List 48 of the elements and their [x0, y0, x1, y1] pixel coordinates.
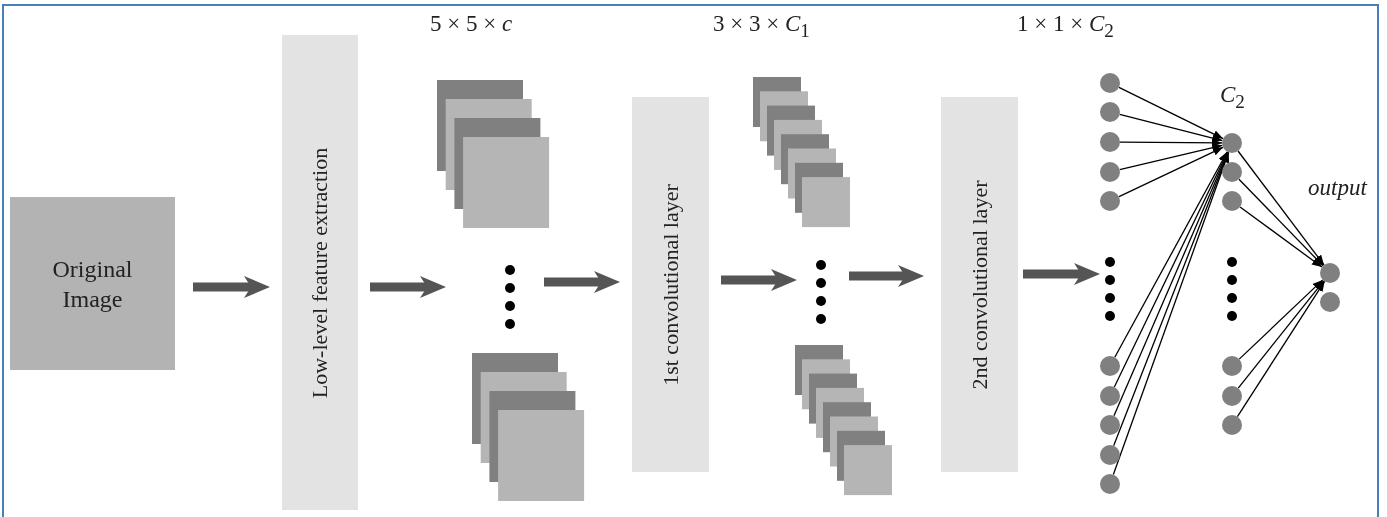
connection-line — [1119, 113, 1223, 142]
connection-line — [1238, 279, 1324, 360]
neuron-circle — [1100, 73, 1120, 93]
connection-line — [1236, 280, 1326, 418]
layer-label: 1st convolutional layer — [659, 183, 682, 386]
neuron-circle — [1100, 415, 1120, 435]
connection-line — [1119, 143, 1223, 171]
arrow — [544, 271, 620, 293]
arrow — [193, 276, 270, 298]
neuron-circle — [1222, 386, 1242, 406]
neuron-circle — [1320, 292, 1340, 312]
arrow — [370, 276, 446, 298]
arrow — [849, 265, 924, 287]
neuron-circle — [1100, 162, 1120, 182]
size-label: 5 × 5 × c — [430, 12, 513, 35]
neuron-circle — [1100, 356, 1120, 376]
neuron-circle — [1222, 133, 1242, 153]
layer-label: Low-level feature extraction — [309, 147, 331, 398]
neuron-circle — [1100, 445, 1120, 465]
size-label: C$_{2}$ — [1220, 83, 1245, 111]
input-box — [10, 197, 175, 370]
layer-label: 2nd convolutional layer — [968, 180, 991, 389]
connection-line — [1119, 138, 1223, 147]
layer-box — [282, 35, 358, 510]
neuron-circle — [1100, 191, 1120, 211]
layer-box — [941, 97, 1018, 472]
connection-line — [1118, 146, 1224, 198]
neuron-circle — [1100, 386, 1120, 406]
neuron-circle — [1222, 415, 1242, 435]
box-label: Original Image — [51, 254, 134, 314]
neuron-circle — [1222, 356, 1242, 376]
neuron-circle — [1100, 474, 1120, 494]
connection-line — [1238, 178, 1324, 267]
neuron-circle — [1222, 191, 1242, 211]
output-label: output — [1308, 176, 1367, 199]
arrow — [1023, 263, 1100, 285]
size-label: 3 × 3 × C$_{1}$ — [713, 12, 810, 40]
arrow — [721, 269, 797, 291]
layer-box — [632, 97, 709, 472]
connection-line — [1118, 86, 1224, 140]
connection-line — [1239, 206, 1323, 268]
neuron-circle — [1100, 132, 1120, 152]
size-label: 1 × 1 × C$_{2}$ — [1017, 12, 1114, 40]
neuron-circle — [1100, 102, 1120, 122]
connection-line — [1237, 280, 1325, 389]
connection-line — [1237, 150, 1325, 266]
neuron-circle — [1222, 162, 1242, 182]
neuron-circle — [1320, 263, 1340, 283]
